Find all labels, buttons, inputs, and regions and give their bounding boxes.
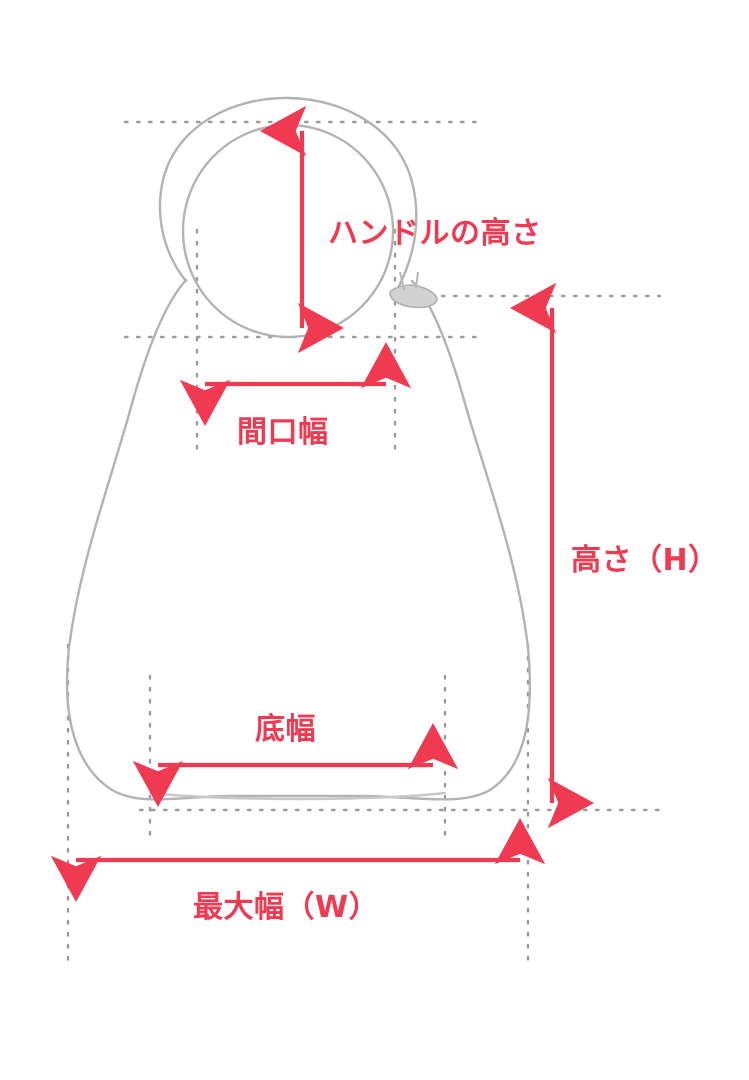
- label-bottom-width: 底幅: [255, 712, 316, 747]
- handle-outer: [158, 96, 418, 290]
- label-opening-width: 間口幅: [237, 415, 329, 450]
- handle-knot-shape: [389, 284, 438, 309]
- label-max-width: 最大幅（W）: [193, 890, 380, 925]
- handle-knot: [389, 271, 438, 309]
- label-height: 高さ（H）: [571, 543, 719, 578]
- label-handle-height: ハンドルの高さ: [328, 216, 542, 251]
- handle-outer-arc: [158, 96, 418, 290]
- handle-knot-strands: [399, 271, 419, 291]
